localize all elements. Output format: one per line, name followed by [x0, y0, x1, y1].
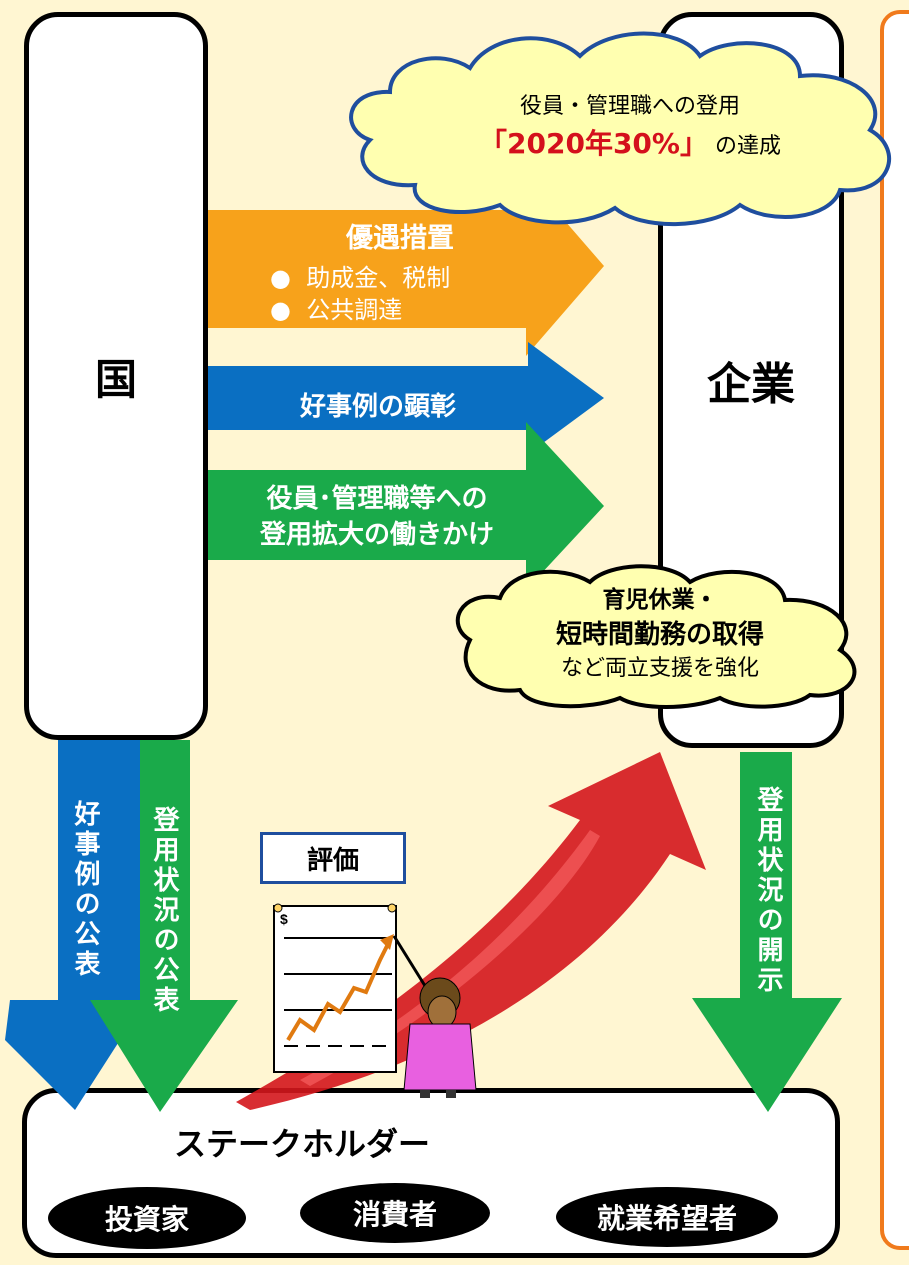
kuni-box: 国 — [24, 12, 208, 740]
left-green-down-arrow — [90, 740, 238, 1112]
side-panel — [880, 10, 909, 1250]
blue-arrow — [208, 342, 604, 454]
left-blue-down-arrow — [58, 740, 140, 1048]
stakeholder-jobseeker: 就業希望者 — [556, 1187, 778, 1247]
bottom-cloud-line-1: 育児休業・ — [602, 587, 718, 613]
stakeholder-consumer: 消費者 — [300, 1183, 490, 1243]
kigyo-label: 企業 — [707, 359, 795, 410]
bottom-cloud — [455, 564, 857, 709]
bottom-cloud-line-2: 短時間勤務の取得 — [555, 620, 764, 650]
blue-arrow-label: 好事例の顕彰 — [299, 391, 456, 422]
orange-arrow-title: 優遇措置 — [346, 223, 454, 254]
orange-arrow — [208, 176, 604, 356]
stakeholder-title: ステークホルダー — [173, 1125, 430, 1163]
green-arrow-line-2: 登用拡大の働きかけ — [259, 520, 494, 550]
top-cloud-highlight: 「2020年30%」 — [479, 127, 708, 160]
hyoka-label: 評価 — [260, 832, 406, 884]
bottom-cloud-line-3: など両立支援を強化 — [560, 656, 759, 681]
stakeholder-investor: 投資家 — [48, 1187, 246, 1249]
top-cloud-line-1: 役員・管理職への登用 — [519, 94, 740, 119]
orange-arrow-item-1: ● 助成金、税制 — [270, 264, 451, 292]
bullet-icon: ● — [270, 264, 291, 292]
top-cloud — [349, 31, 891, 227]
left-blue-arrow-label: 好事例の公表 — [70, 800, 100, 980]
left-green-arrow-label: 登用状況の公表 — [149, 806, 179, 1016]
right-green-down-arrow — [692, 752, 842, 1112]
top-cloud-line-2: 「2020年30%」 の達成 — [420, 122, 840, 162]
orange-arrow-item-2: ● 公共調達 — [270, 296, 403, 324]
kuni-label: 国 — [94, 354, 137, 404]
bullet-icon: ● — [270, 296, 291, 324]
right-green-arrow-label: 登用状況の開示 — [753, 786, 783, 996]
top-cloud-suffix: の達成 — [714, 134, 781, 159]
green-arrow — [208, 422, 604, 590]
presenter-chart-icon: $ — [273, 903, 477, 1098]
dollar-symbol: $ — [280, 911, 288, 927]
green-arrow-line-1: 役員･管理職等への — [266, 484, 488, 514]
